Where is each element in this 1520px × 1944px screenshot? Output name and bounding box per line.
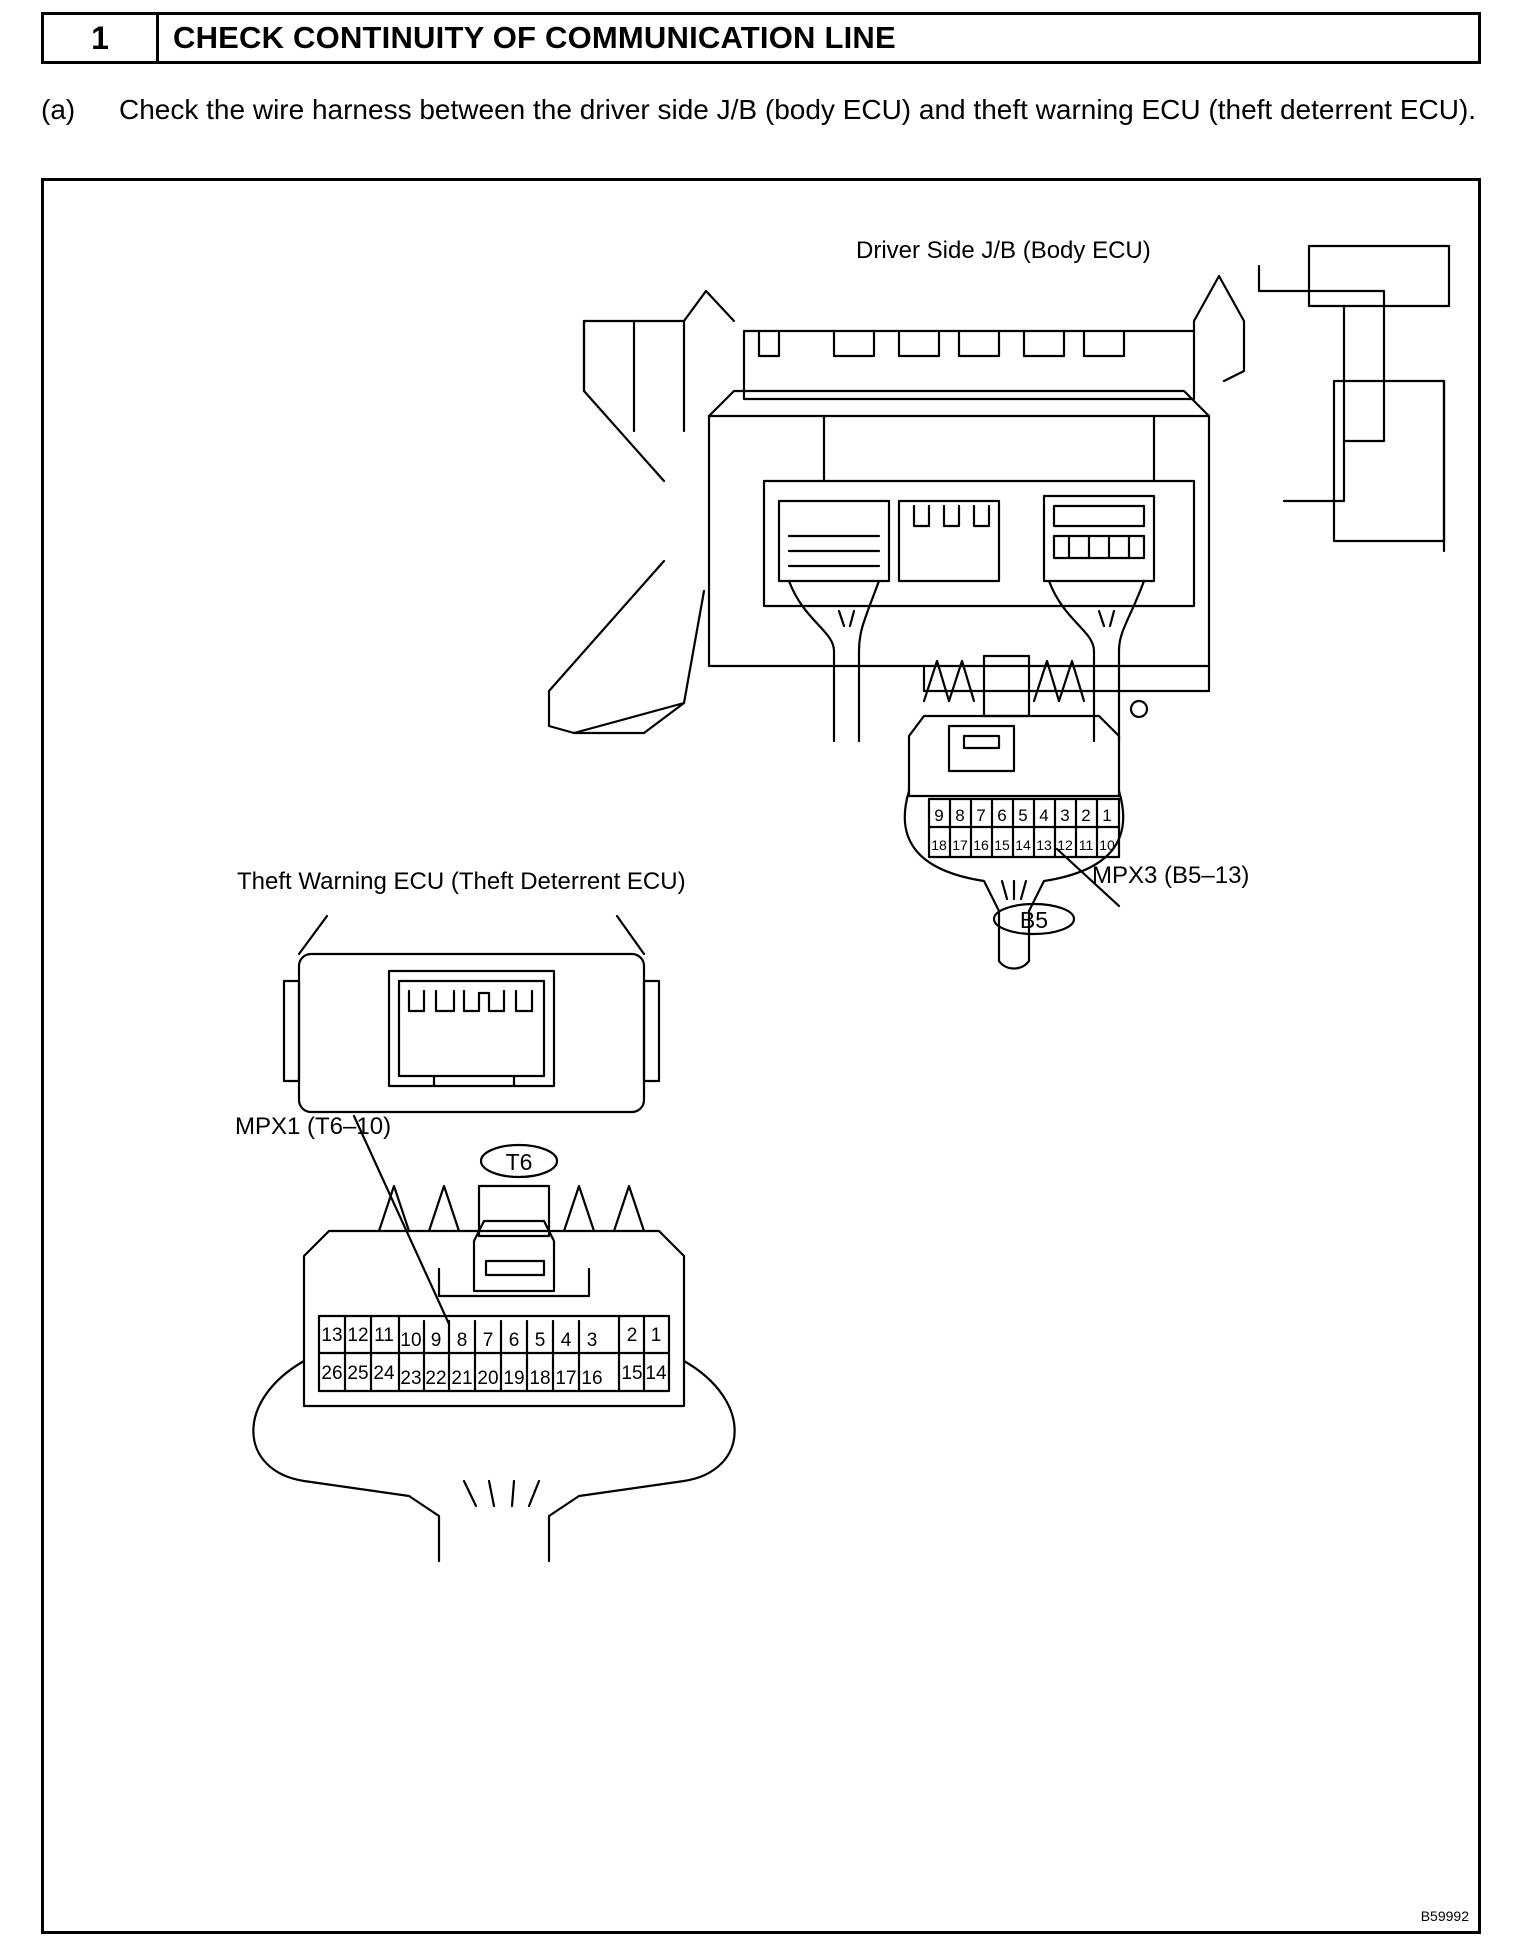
t6-pin: 24 [373, 1363, 395, 1384]
step-number: 1 [44, 15, 159, 61]
b5-pin: 18 [931, 837, 947, 853]
t6-pin: 12 [347, 1325, 368, 1346]
connector-b5-pins: 9 8 7 6 5 4 3 2 1 18 17 16 15 14 13 12 1… [931, 797, 1115, 859]
figure-labels: Driver Side J/B (Body ECU) MPX3 (B5–13) … [235, 237, 1469, 1924]
b5-pin: 3 [1060, 806, 1069, 825]
t6-pin: 11 [374, 1325, 394, 1346]
b5-pin: 11 [1079, 837, 1094, 853]
theft-warning-ecu-drawing [282, 914, 661, 1114]
figure-code: B59992 [1421, 1908, 1469, 1924]
b5-pin: 4 [1039, 806, 1048, 825]
b5-pin: 5 [1018, 806, 1027, 825]
t6-pin: 22 [425, 1368, 446, 1389]
b5-pin: 7 [976, 806, 985, 825]
connector-b5-drawing [903, 654, 1125, 970]
t6-pin: 21 [451, 1368, 472, 1389]
t6-pin: 25 [347, 1363, 368, 1384]
connector-t6-pins: 13 12 11 10 9 8 7 6 5 4 3 2 1 26 25 24 2… [321, 1314, 667, 1393]
t6-pin: 23 [400, 1368, 421, 1389]
t6-pin: 17 [555, 1368, 576, 1389]
driver-side-jb-drawing [547, 244, 1451, 743]
driver-side-jb-label: Driver Side J/B (Body ECU) [856, 237, 1151, 264]
t6-pin: 15 [621, 1363, 642, 1384]
b5-pin: 6 [997, 806, 1006, 825]
b5-connector-tag: B5 [1020, 907, 1048, 933]
b5-pin: 10 [1099, 837, 1115, 853]
wiring-illustration: 9 8 7 6 5 4 3 2 1 18 17 16 15 14 13 12 1… [41, 178, 1481, 1934]
b5-callout-label: MPX3 (B5–13) [1092, 862, 1249, 889]
b5-pin: 17 [952, 837, 968, 853]
b5-pin: 14 [1015, 837, 1031, 853]
t6-pin: 13 [321, 1325, 342, 1346]
t6-pin: 18 [529, 1368, 550, 1389]
b5-pin: 8 [955, 806, 964, 825]
t6-pin: 20 [477, 1368, 498, 1389]
b5-pin: 15 [994, 837, 1010, 853]
t6-pin: 16 [581, 1368, 602, 1389]
b5-pin: 16 [973, 837, 989, 853]
connector-t6-drawing [252, 1114, 736, 1563]
t6-pin: 6 [509, 1330, 520, 1351]
t6-pin: 3 [587, 1330, 598, 1351]
theft-ecu-label: Theft Warning ECU (Theft Deterrent ECU) [237, 868, 686, 895]
step-header: 1 CHECK CONTINUITY OF COMMUNICATION LINE [41, 12, 1481, 64]
step-title: CHECK CONTINUITY OF COMMUNICATION LINE [173, 20, 896, 55]
t6-callout-label: MPX1 (T6–10) [235, 1113, 391, 1140]
b5-pin: 2 [1081, 806, 1090, 825]
t6-pin: 1 [651, 1325, 662, 1346]
t6-pin: 19 [503, 1368, 524, 1389]
t6-pin: 4 [561, 1330, 572, 1351]
t6-pin: 7 [483, 1330, 494, 1351]
b5-pin: 9 [934, 806, 943, 825]
instruction-label: (a) [41, 94, 76, 125]
t6-connector-tag: T6 [506, 1149, 533, 1175]
t6-pin: 9 [431, 1330, 442, 1351]
t6-pin: 10 [400, 1330, 421, 1351]
b5-pin: 13 [1036, 837, 1052, 853]
b5-pin: 1 [1102, 806, 1111, 825]
instruction-text: Check the wire harness between the drive… [119, 94, 1477, 125]
t6-pin: 14 [645, 1363, 667, 1384]
t6-pin: 8 [457, 1330, 468, 1351]
t6-pin: 2 [627, 1325, 638, 1346]
t6-pin: 5 [535, 1330, 546, 1351]
b5-pin: 12 [1057, 837, 1073, 853]
t6-pin: 26 [321, 1363, 342, 1384]
